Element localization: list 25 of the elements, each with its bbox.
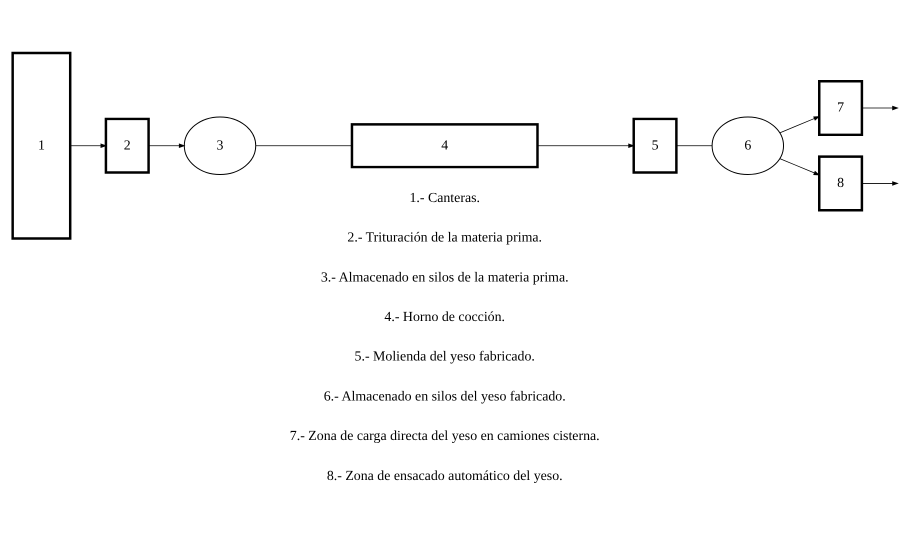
arrow xyxy=(779,116,820,133)
arrow xyxy=(862,105,899,110)
connector xyxy=(255,144,352,146)
arrow xyxy=(862,180,899,186)
node-box: 8 xyxy=(818,154,864,211)
label: 8.- Zona de ensacado automático del yeso. xyxy=(326,468,563,484)
arrow xyxy=(537,142,635,148)
label: 6.- Almacenado en silos del yeso fabricado. xyxy=(324,388,566,404)
label: 4.- Horno de cocción. xyxy=(384,310,506,325)
node-box: 7 xyxy=(818,80,864,136)
arrow xyxy=(779,158,820,175)
label: 2.- Trituración de la materia prima. xyxy=(347,230,542,246)
node-ellipse: 6 xyxy=(712,116,784,174)
connector xyxy=(676,144,712,146)
node-ellipse: 3 xyxy=(184,116,256,174)
arrow xyxy=(70,142,108,148)
label: 3.- Almacenado en silos de la materia prima. xyxy=(320,270,569,285)
node-box: 5 xyxy=(632,117,678,174)
node-box: 2 xyxy=(104,117,150,174)
label: 7.- Zona de carga directa del yeso en camiones cisterna. xyxy=(290,428,600,444)
node-box: 1 xyxy=(11,51,72,240)
label: 5.- Molienda del yeso fabricado. xyxy=(354,349,535,364)
arrow xyxy=(148,142,186,148)
node-box: 4 xyxy=(350,122,539,168)
label: 1.- Canteras. xyxy=(409,190,480,206)
